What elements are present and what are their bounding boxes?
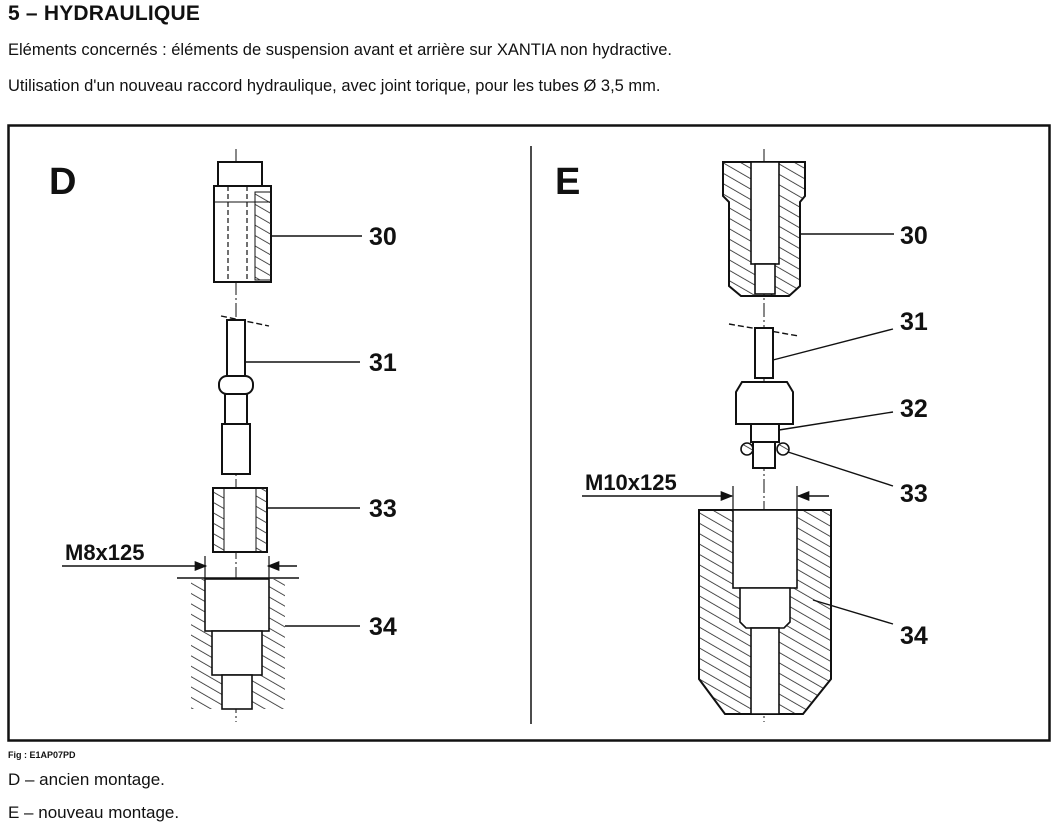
panel-d-part-31: 31 [218,315,397,475]
panel-e-part-34: 34 [698,509,928,715]
panel-d-part-34: 34 [191,578,397,710]
panel-d-thread-label: M8x125 [65,540,145,565]
panel-e-part-31: 31 [728,308,928,379]
figure-frame [7,124,1051,742]
panel-e-label-32: 32 [900,395,928,423]
panel-d-label-30: 30 [369,223,397,251]
panel-d-part-30: 30 [213,161,397,283]
panel-e-thread-label: M10x125 [585,470,677,495]
panel-e-part-30: 30 [722,161,928,297]
hydraulic-fitting-figure: D 30 31 [7,124,1051,742]
section-title: 5 – HYDRAULIQUE [8,2,201,25]
intro-line-usage: Utilisation d'un nouveau raccord hydraul… [8,77,661,95]
panel-e-label-34: 34 [900,622,928,650]
panel-d-label-33: 33 [369,495,397,523]
panel-e: E 30 31 [555,149,928,722]
panel-d-letter: D [49,161,76,203]
caption-e: E – nouveau montage. [8,803,180,822]
panel-d-label-31: 31 [369,349,397,377]
panel-e-part-32: 32 33 [735,381,928,508]
panel-d-thread-dimension: M8x125 [62,540,299,579]
panel-d: D 30 31 [49,149,397,722]
panel-e-thread-dimension: M10x125 [582,470,829,510]
intro-line-elements: Eléments concernés : éléments de suspens… [8,41,673,59]
figure-reference: Fig : E1AP07PD [8,750,76,760]
panel-d-part-33: 33 [212,487,397,553]
panel-e-letter: E [555,161,580,203]
panel-e-label-30: 30 [900,222,928,250]
caption-d: D – ancien montage. [8,770,165,789]
panel-e-label-33: 33 [900,480,928,508]
panel-d-label-34: 34 [369,613,397,641]
panel-e-label-31: 31 [900,308,928,336]
